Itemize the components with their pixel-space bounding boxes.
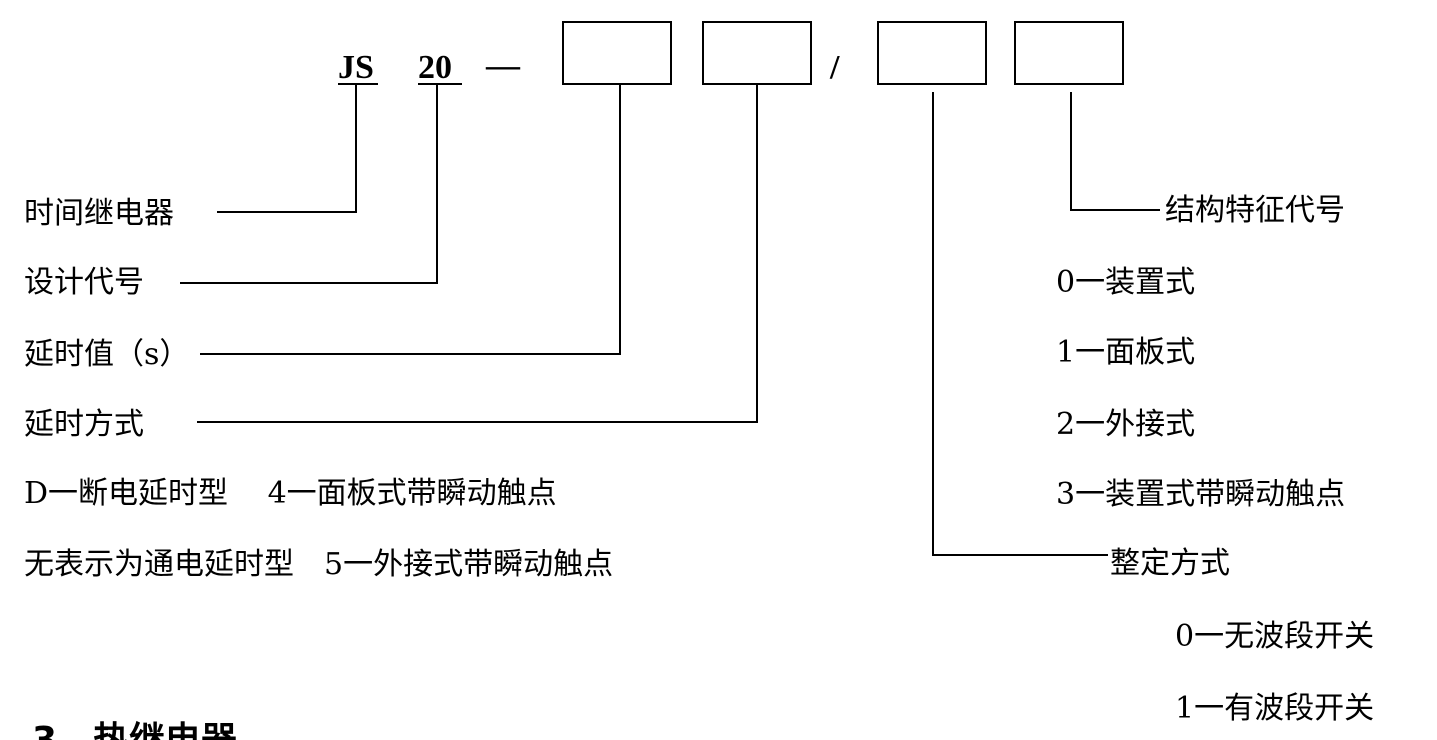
connector-delay-value — [200, 84, 621, 355]
label-time-relay: 时间继电器 — [24, 196, 174, 231]
connector-relay — [217, 84, 357, 213]
connector-structure-code — [1070, 92, 1160, 211]
structure-option-1: 1一面板式 — [1056, 335, 1195, 370]
setting-option-0: 0一无波段开关 — [1175, 619, 1374, 654]
code-box-structure-code — [1014, 21, 1124, 85]
setting-option-1: 1一有波段开关 — [1175, 691, 1374, 726]
code-box-setting-mode — [877, 21, 987, 85]
prefix-js: JS — [338, 49, 374, 86]
label-design-code: 设计代号 — [24, 265, 144, 300]
code-box-delay-value — [562, 21, 672, 85]
delay-options-line-1: D一断电延时型 4一面板式带瞬动触点 — [24, 476, 557, 511]
label-structure-code: 结构特征代号 — [1165, 193, 1345, 228]
connector-design-code — [180, 84, 438, 284]
structure-option-2: 2一外接式 — [1056, 407, 1195, 442]
label-delay-value: 延时值（s） — [24, 337, 189, 372]
delay-options-line-2: 无表示为通电延时型 5一外接式带瞬动触点 — [24, 547, 613, 582]
code-slash: / — [829, 49, 840, 86]
connector-delay-mode — [197, 84, 758, 423]
design-number-20: 20 — [418, 49, 452, 86]
connector-setting-mode — [932, 92, 1108, 556]
code-box-delay-mode — [702, 21, 812, 85]
section-heading: ．3 热继电器 — [0, 720, 238, 740]
label-delay-mode: 延时方式 — [24, 407, 144, 442]
label-setting-mode: 整定方式 — [1110, 546, 1230, 581]
structure-option-3: 3一装置式带瞬动触点 — [1056, 477, 1345, 512]
code-dash: — — [485, 47, 521, 84]
structure-option-0: 0一装置式 — [1056, 265, 1195, 300]
